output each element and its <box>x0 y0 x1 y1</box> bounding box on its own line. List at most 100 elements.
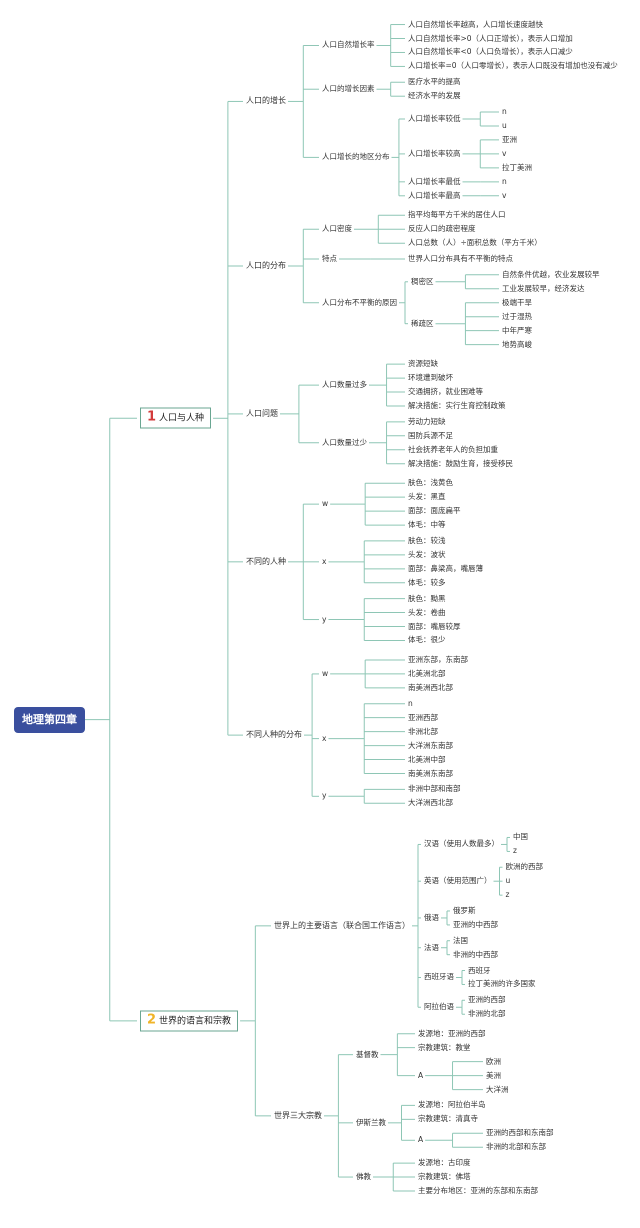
leaf-node: 非洲的中西部 <box>453 949 498 959</box>
leaf-node: 非洲的北部 <box>468 1009 506 1019</box>
leaf-node: 主要分布地区：亚洲的东部和东南部 <box>418 1186 538 1195</box>
leaf-node: 体毛：较多 <box>408 577 446 587</box>
subtopic-node: 人口增长的地区分布 <box>322 152 390 162</box>
leaf-node: 欧洲 <box>486 1056 501 1066</box>
leaf-node: 交通拥挤，就业困难等 <box>408 387 483 397</box>
leaf-node: 北美洲北部 <box>408 668 446 678</box>
subtopic-node: 人口增长率较低 <box>408 113 461 123</box>
leaf-node: 俄罗斯 <box>453 905 476 915</box>
leaf-node: 亚洲的西部 <box>468 995 506 1005</box>
leaf-node: 劳动力短缺 <box>408 416 446 426</box>
leaf-node: 体毛：很少 <box>408 635 446 645</box>
subtopic-node: 人口自然增长率 <box>322 40 375 50</box>
number-two-badge-icon: 2 <box>147 1012 157 1028</box>
leaf-node: 人口增长率=0（人口零增长），表示人口既没有增加也没有减少 <box>408 61 618 71</box>
leaf-node: 过于湿热 <box>502 311 532 321</box>
subtopic-node: 人口增长率较高 <box>408 148 461 158</box>
leaf-node: 非洲中部和南部 <box>408 784 461 794</box>
subtopic-node: w <box>322 499 329 509</box>
leaf-node: 人口自然增长率<0（人口负增长），表示人口减少 <box>408 47 573 57</box>
leaf-node: 解决措施：实行生育控制政策 <box>408 401 506 410</box>
leaf-node: 经济水平的发展 <box>408 91 461 101</box>
leaf-node: 宗教建筑：教堂 <box>418 1042 471 1052</box>
topic-node: 世界三大宗教 <box>274 1110 322 1120</box>
subtopic-node: 人口分布不平衡的原因 <box>322 297 397 307</box>
leaf-node: 肤色：浅黄色 <box>408 478 453 488</box>
leaf-node: 人口自然增长率>0（人口正增长），表示人口增加 <box>408 33 573 43</box>
leaf-node: 宗教建筑：清真寺 <box>418 1114 478 1124</box>
leaf-node: 肤色：黝黑 <box>408 593 446 603</box>
leaf-node: 亚洲的中西部 <box>453 919 498 929</box>
leaf-node: 资源短缺 <box>408 359 438 369</box>
leaf-node: 北美洲中部 <box>408 754 446 764</box>
leaf-node: 面部：面庞扁平 <box>408 506 461 516</box>
leaf-node: v <box>502 190 507 200</box>
subtopic-node: 人口增长率最高 <box>408 190 461 200</box>
leaf-node: 工业发展较早，经济发达 <box>502 283 585 293</box>
leaf-node: 发源地：亚洲的西部 <box>418 1028 486 1038</box>
leaf-node: v <box>502 148 507 158</box>
leaf-node: 亚洲东部，东南部 <box>408 654 468 664</box>
leaf-node: 大洋洲 <box>486 1084 509 1094</box>
leaf-node: 中国 <box>513 832 528 842</box>
leaf-node: 西班牙 <box>468 965 491 975</box>
subtopic-node: 佛教 <box>356 1172 371 1182</box>
topic-node: 人口的增长 <box>246 96 286 106</box>
subtopic-node: x <box>322 733 327 743</box>
leaf-node: u <box>502 120 507 130</box>
leaf-node: n <box>408 698 413 708</box>
subtopic-node: 英语（使用范围广） <box>424 876 492 886</box>
leaf-node: 人口总数（人）÷面积总数（平方千米） <box>408 238 542 248</box>
branch-label: 世界的语言和宗教 <box>159 1016 232 1027</box>
subtopic-node: x <box>322 556 327 566</box>
leaf-node: 环境遭到破坏 <box>408 373 453 383</box>
subtopic-node: 俄语 <box>424 912 439 922</box>
subtopic-node: y <box>322 791 327 801</box>
subtopic-node: 稀疏区 <box>411 318 434 328</box>
leaf-node: 头发：波状 <box>408 549 446 559</box>
leaf-node: 亚洲西部 <box>408 712 438 722</box>
leaf-node: z <box>505 890 510 900</box>
subtopic-node: 人口密度 <box>322 224 352 234</box>
leaf-node: 南美洲东南部 <box>408 768 453 778</box>
leaf-node: 自然条件优越，农业发展较早 <box>502 269 600 279</box>
subtopic-node: A <box>418 1070 424 1080</box>
leaf-node: 宗教建筑：佛塔 <box>418 1172 471 1182</box>
topic-node: 不同的人种 <box>246 556 286 566</box>
subtopic-node: 西班牙语 <box>424 972 454 982</box>
leaf-node: 反应人口的疏密程度 <box>408 224 476 234</box>
number-one-badge-icon: 1 <box>147 409 157 425</box>
subtopic-node: 人口数量过多 <box>322 380 367 390</box>
leaf-node: 面部：鼻梁高，嘴唇薄 <box>408 563 483 573</box>
leaf-node: 非洲的北部和东部 <box>486 1142 546 1152</box>
subtopic-node: w <box>322 668 329 678</box>
topic-node: 世界上的主要语言（联合国工作语言） <box>274 920 410 930</box>
leaf-node: 拉丁美洲 <box>502 162 532 172</box>
root-node: 地理第四章 <box>14 706 85 733</box>
leaf-node: 亚洲 <box>502 134 517 144</box>
leaf-node: 法国 <box>453 935 468 945</box>
subtopic-node: 人口增长率最低 <box>408 176 461 186</box>
subtopic-node: 法语 <box>424 942 439 952</box>
leaf-node: 极端干旱 <box>502 297 532 307</box>
leaf-node: 中年严寒 <box>502 325 532 335</box>
leaf-node: 美洲 <box>486 1070 501 1080</box>
leaf-node: 亚洲的西部和东南部 <box>486 1128 554 1138</box>
topic-node: 人口的分布 <box>246 260 286 270</box>
subtopic-node: 汉语（使用人数最多） <box>424 839 499 849</box>
leaf-node: u <box>505 876 511 886</box>
leaf-node: 大洋洲东南部 <box>408 740 453 750</box>
leaf-node: 解决措施：鼓励生育，接受移民 <box>408 458 513 468</box>
leaf-node: 人口自然增长率越高，人口增长速度越快 <box>408 19 543 29</box>
leaf-node: 面部：嘴唇较厚 <box>408 621 461 631</box>
leaf-node: 指平均每平方千米的居住人口 <box>408 210 506 220</box>
subtopic-node: 人口的增长因素 <box>322 84 375 94</box>
leaf-node: 发源地：阿拉伯半岛 <box>418 1100 486 1110</box>
leaf-node: n <box>502 107 507 116</box>
leaf-node: 拉丁美洲的许多国家 <box>468 979 536 989</box>
leaf-node: 医疗水平的提高 <box>408 77 461 87</box>
